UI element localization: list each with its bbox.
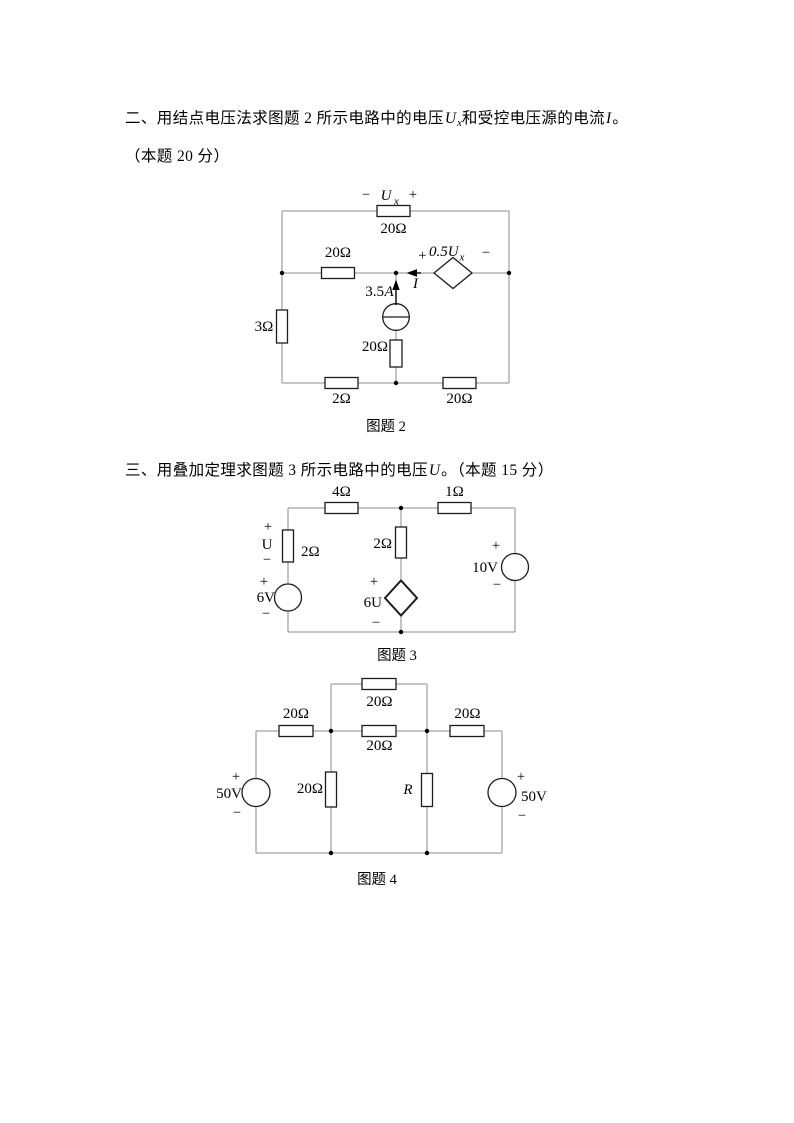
circuit-diagram-3: 4Ω 1Ω + U − 2Ω + 6V − 2Ω + 6U − + 10V − … (257, 484, 530, 664)
resistor-4ohm-label: 4Ω (332, 484, 351, 500)
resistor-1ohm-label: 1Ω (445, 484, 464, 500)
u-variable-label: U (262, 537, 273, 553)
current-source-value: 3.5 (365, 284, 384, 300)
v10-plus-sign: + (492, 538, 500, 554)
v50-right-plus-sign: + (517, 769, 525, 785)
dep-6u-value-label: 6U (364, 595, 383, 611)
dep-6u-plus-sign: + (370, 574, 378, 590)
v6-value-label: 6V (257, 590, 276, 606)
resistor-4ohm (324, 501, 359, 515)
resistor-2ohm-bottom-left (324, 376, 359, 390)
v10-minus-sign: − (493, 577, 501, 593)
resistor-20ohm-row-middle-label: 20Ω (366, 738, 392, 754)
figure-4-caption: 图题 4 (357, 872, 398, 888)
v50-left-value-label: 50V (216, 786, 242, 802)
v50-right-minus-sign: − (518, 808, 526, 824)
resistor-3ohm-left (275, 309, 289, 344)
question-2-title: 二、用结点电压法求图题 2 所示电路中的电压Ux和受控电压源的电流I。 (125, 109, 629, 129)
resistor-20ohm-row-left (278, 724, 314, 738)
resistor-20ohm-center-vertical (389, 339, 403, 368)
ux-variable: U (381, 188, 393, 204)
dependent-source-diamond (432, 256, 474, 290)
dep-source-subscript: x (459, 252, 465, 264)
circuit-diagram-4: 20Ω 20Ω 20Ω 20Ω + 50V − 20Ω R + 50V − 图题… (216, 677, 547, 888)
question-3-title: 三、用叠加定理求图题 3 所示电路中的电压U。（本题 15 分） (125, 461, 554, 480)
dependent-source-6u-diamond (383, 579, 419, 617)
q2-text-prefix: 二、用结点电压法求图题 2 所示电路中的电压 (125, 110, 444, 127)
current-i-label: I (412, 276, 419, 292)
q3-var-u: U (428, 462, 441, 479)
resistor-20ohm-vertical-label: 20Ω (297, 781, 323, 797)
resistor-20ohm-bottom-right-label: 20Ω (446, 391, 472, 407)
resistor-1ohm (437, 501, 472, 515)
ux-plus-sign: + (409, 187, 417, 203)
node-dot (393, 270, 399, 276)
node-dot (506, 270, 512, 276)
resistor-r-vertical (420, 772, 434, 808)
ux-subscript: x (393, 196, 399, 208)
resistor-20ohm-bypass (361, 677, 397, 691)
resistor-20ohm-center-label: 20Ω (362, 339, 388, 355)
voltage-source-50v-left-circle (241, 777, 271, 808)
current-i-arrow-left-icon (406, 269, 417, 277)
q2-var-i: I (606, 110, 612, 127)
q2-text-suffix: 。 (612, 110, 629, 127)
current-source-unit: A (384, 284, 395, 300)
resistor-20ohm-row-right (449, 724, 485, 738)
source-arrow-up-icon (392, 279, 400, 290)
dep-6u-minus-sign: − (372, 615, 380, 631)
resistor-20ohm-bottom-right (442, 376, 477, 390)
q2-text-mid: 和受控电压源的电流 (461, 110, 606, 127)
resistor-r-label: R (402, 782, 412, 798)
resistor-2ohm-middle-label: 2Ω (373, 536, 392, 552)
figure-2-caption: 图题 2 (366, 419, 406, 435)
q3-text-suffix: 。（本题 15 分） (441, 462, 554, 479)
v6-minus-sign: − (262, 606, 270, 622)
dep-source-minus-sign: − (482, 245, 490, 261)
node-dot (279, 270, 285, 276)
question-2-points: （本题 20 分） (125, 148, 230, 165)
u-plus-sign: + (264, 519, 272, 535)
q2-var-u-subscript: x (457, 117, 462, 129)
v50-left-plus-sign: + (232, 769, 240, 785)
resistor-20ohm-top-label: 20Ω (380, 221, 406, 237)
node-dot (393, 380, 399, 386)
voltage-source-50v-right-circle (487, 777, 517, 808)
v50-right-value-label: 50V (521, 789, 547, 805)
circuit-diagram-2: − U x + 20Ω 20Ω + 0.5U x − I 3.5 A 3Ω 20… (255, 187, 512, 435)
dep-source-value: 0.5U (429, 244, 460, 260)
figure-3-caption: 图题 3 (377, 648, 417, 664)
v50-left-minus-sign: − (233, 805, 241, 821)
dep-source-plus-sign: + (418, 248, 426, 264)
resistor-20ohm-middle (320, 266, 356, 280)
v10-value-label: 10V (472, 560, 498, 576)
u-minus-sign: − (263, 552, 271, 568)
node-dot (398, 505, 404, 511)
resistor-20ohm-row-middle (361, 724, 397, 738)
resistor-20ohm-middle-label: 20Ω (325, 245, 351, 261)
resistor-20ohm-vertical (324, 771, 338, 808)
resistor-20ohm-row-left-label: 20Ω (283, 706, 309, 722)
resistor-20ohm-top (376, 204, 411, 218)
node-dot (328, 728, 334, 734)
resistor-2ohm-left (281, 529, 295, 563)
resistor-2ohm-label: 2Ω (332, 391, 351, 407)
resistor-2ohm-middle (394, 526, 408, 559)
q3-text-prefix: 三、用叠加定理求图题 3 所示电路中的电压 (125, 462, 428, 479)
q2-var-u: U (444, 110, 457, 127)
resistor-2ohm-left-label: 2Ω (301, 544, 320, 560)
node-dot (328, 850, 334, 856)
v6-plus-sign: + (260, 574, 268, 590)
resistor-20ohm-row-right-label: 20Ω (454, 706, 480, 722)
node-dot (424, 850, 430, 856)
node-dot (398, 629, 404, 635)
voltage-source-10v-circle (500, 552, 530, 582)
node-dot (424, 728, 430, 734)
resistor-20ohm-bypass-label: 20Ω (366, 694, 392, 710)
resistor-3ohm-label: 3Ω (255, 319, 274, 335)
ux-minus-sign: − (362, 187, 370, 203)
voltage-source-6v-circle (273, 583, 303, 612)
